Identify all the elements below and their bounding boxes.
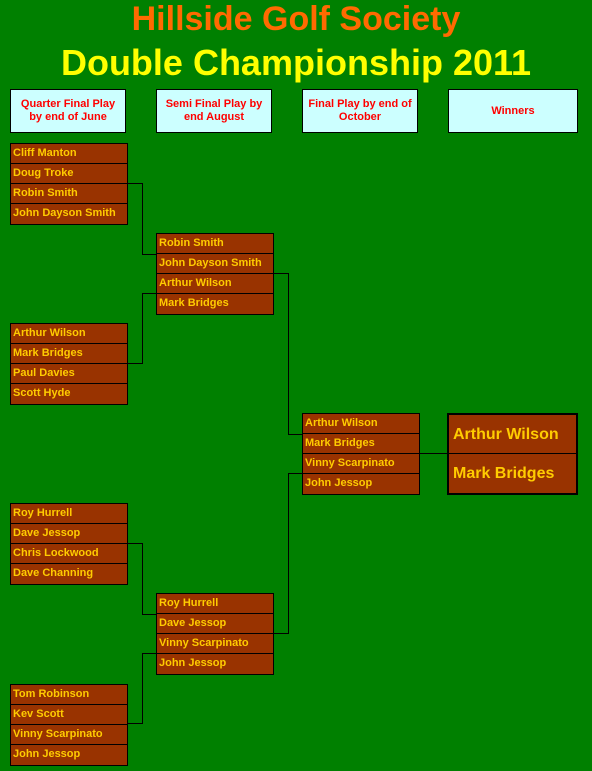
bracket-line: [142, 293, 143, 364]
bracket-line: [128, 723, 142, 724]
bracket-line: [128, 363, 142, 364]
player-cell: Roy Hurrell: [157, 594, 273, 614]
player-cell: Vinny Scarpinato: [157, 634, 273, 654]
header-quarter-final: Quarter Final Play by end of June: [10, 89, 126, 133]
bracket-line: [142, 293, 156, 294]
page-title: Hillside Golf Society: [131, 0, 461, 38]
player-cell: Scott Hyde: [11, 384, 127, 404]
quarter-final-group-2: Arthur Wilson Mark Bridges Paul Davies S…: [10, 323, 128, 405]
player-cell: John Jessop: [303, 474, 419, 494]
bracket-line: [288, 273, 289, 435]
player-cell: Mark Bridges: [157, 294, 273, 314]
bracket-line: [128, 543, 142, 544]
semi-final-group-1: Robin Smith John Dayson Smith Arthur Wil…: [156, 233, 274, 315]
player-cell: Cliff Manton: [11, 144, 127, 164]
player-cell: Doug Troke: [11, 164, 127, 184]
player-cell: John Dayson Smith: [11, 204, 127, 224]
bracket-line: [142, 543, 143, 615]
player-cell: Mark Bridges: [11, 344, 127, 364]
player-cell: Vinny Scarpinato: [303, 454, 419, 474]
header-semi-final: Semi Final Play by end August: [156, 89, 272, 133]
semi-final-group-2: Roy Hurrell Dave Jessop Vinny Scarpinato…: [156, 593, 274, 675]
player-cell: Dave Channing: [11, 564, 127, 584]
header-winners: Winners: [448, 89, 578, 133]
player-cell: Robin Smith: [11, 184, 127, 204]
bracket-line: [142, 653, 143, 724]
bracket-line: [288, 434, 302, 435]
player-cell: Paul Davies: [11, 364, 127, 384]
player-cell: Dave Jessop: [157, 614, 273, 634]
player-cell: John Dayson Smith: [157, 254, 273, 274]
bracket-line: [128, 183, 142, 184]
player-cell: Robin Smith: [157, 234, 273, 254]
header-final: Final Play by end of October: [302, 89, 418, 133]
player-cell: Arthur Wilson: [157, 274, 273, 294]
player-cell: Dave Jessop: [11, 524, 127, 544]
bracket-line: [274, 273, 288, 274]
player-cell: Kev Scott: [11, 705, 127, 725]
player-cell: Vinny Scarpinato: [11, 725, 127, 745]
bracket-line: [420, 453, 447, 454]
player-cell: John Jessop: [11, 745, 127, 765]
page-subtitle: Double Championship 2011: [60, 42, 532, 83]
player-cell: Arthur Wilson: [11, 324, 127, 344]
player-cell: John Jessop: [157, 654, 273, 674]
winners-box: Arthur Wilson Mark Bridges: [447, 413, 578, 495]
bracket-line: [288, 473, 302, 474]
bracket-line: [274, 633, 288, 634]
bracket-line: [142, 183, 143, 255]
bracket-line: [142, 653, 156, 654]
bracket-line: [288, 473, 289, 634]
quarter-final-group-1: Cliff Manton Doug Troke Robin Smith John…: [10, 143, 128, 225]
bracket-line: [142, 614, 156, 615]
player-cell: Mark Bridges: [303, 434, 419, 454]
quarter-final-group-4: Tom Robinson Kev Scott Vinny Scarpinato …: [10, 684, 128, 766]
winner-cell: Mark Bridges: [453, 465, 555, 482]
winner-cell: Arthur Wilson: [449, 415, 576, 454]
final-group: Arthur Wilson Mark Bridges Vinny Scarpin…: [302, 413, 420, 495]
player-cell: Arthur Wilson: [303, 414, 419, 434]
player-cell: Roy Hurrell: [11, 504, 127, 524]
quarter-final-group-3: Roy Hurrell Dave Jessop Chris Lockwood D…: [10, 503, 128, 585]
player-cell: Tom Robinson: [11, 685, 127, 705]
bracket-line: [142, 254, 156, 255]
player-cell: Chris Lockwood: [11, 544, 127, 564]
